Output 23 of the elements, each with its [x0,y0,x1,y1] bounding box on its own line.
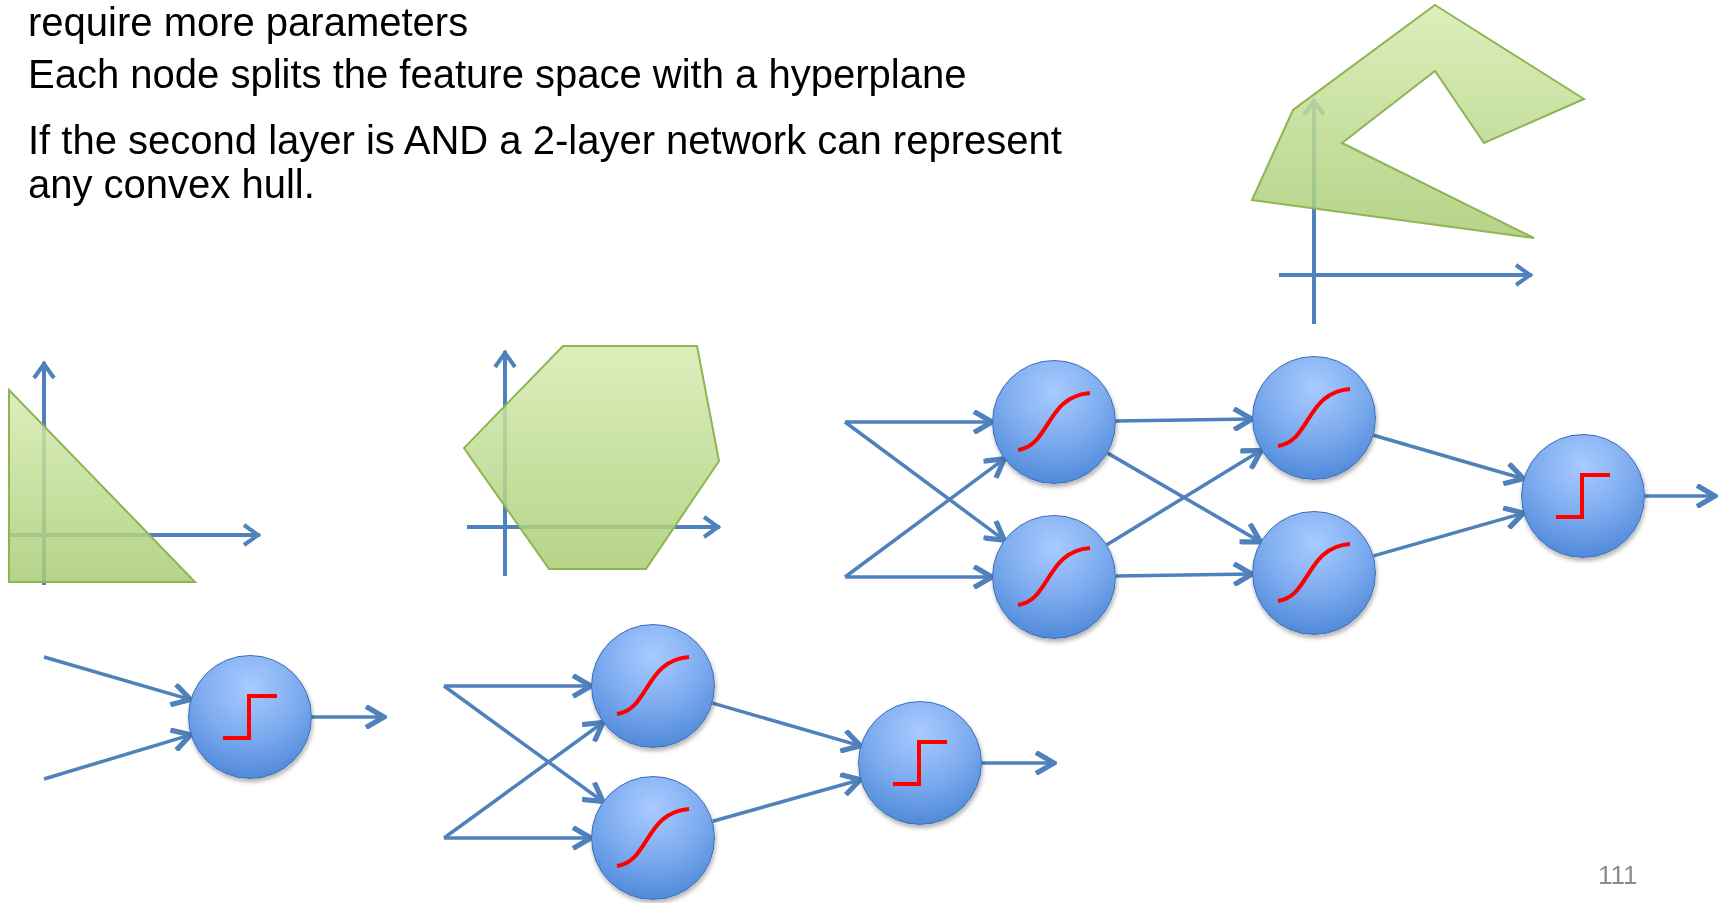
neuron-circle [591,776,715,900]
arrow [442,684,606,805]
arrow [982,749,1057,777]
arrow [712,701,864,754]
arrow [43,655,194,708]
neuron-circle [591,624,715,748]
page-number: 111 [1598,860,1638,891]
arrow [1373,505,1526,558]
arrow [1373,433,1527,487]
bullet-text: Each node splits the feature space with a hyperplane [28,52,967,96]
arrow [1645,482,1718,510]
arrow [312,703,387,731]
bullet-text: If the second layer is AND a 2-layer network can represent any convex hull. [28,118,1063,206]
neuron-circle [1252,356,1376,480]
arrow [442,719,606,840]
arrow [712,771,863,823]
arrow [43,727,194,781]
neuron-circle [992,515,1116,639]
neuron-circle [992,360,1116,484]
bullet-text: require more parameters [28,0,469,44]
neuron-circle [1252,511,1376,635]
arrow [843,456,1007,579]
arrow [843,420,1007,543]
